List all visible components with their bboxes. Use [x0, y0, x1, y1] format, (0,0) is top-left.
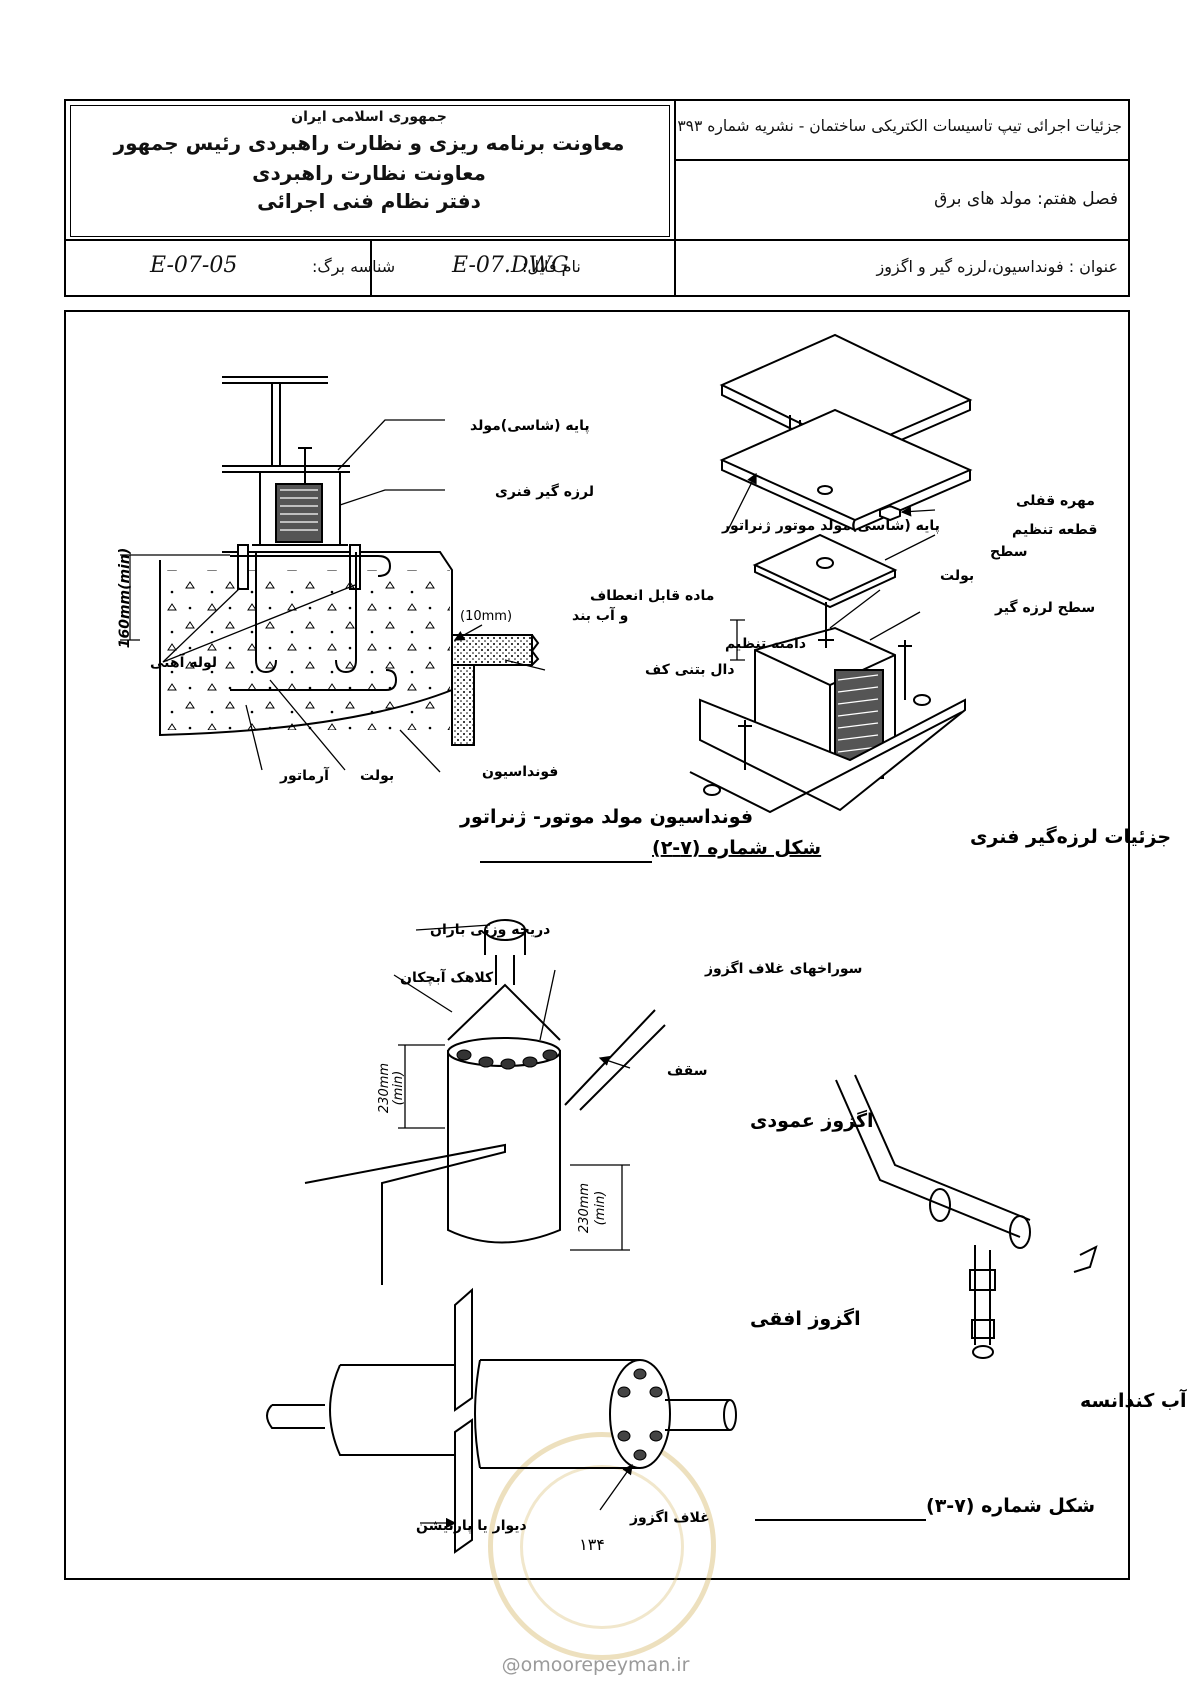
label-level-plate: قطعه تنظیم [1012, 522, 1097, 538]
label-rain-damper: دریچه وزنی باران [430, 922, 550, 938]
label-bolt: بولت [360, 768, 394, 784]
divider [370, 239, 372, 295]
label-slab: دال بتنی کف [645, 662, 735, 678]
condensate-trap-drawing [835, 1074, 1098, 1359]
figure-2-title: شکل شماره (۷-۲) [652, 837, 821, 859]
isolator-drawing [689, 333, 973, 814]
label-rebar: آرماتور [279, 766, 330, 784]
file-name: E-07.DWG [452, 253, 569, 278]
watermark-seal [488, 1432, 716, 1660]
label-pipe: لوله آهنی [150, 653, 217, 671]
horizontal-sleeve-holes [617, 1368, 663, 1461]
label-wall: دیوار یا پارتیشن [416, 1518, 527, 1534]
org-line-2: معاونت برنامه ریزی و نظارت راهبردی رئیس … [113, 131, 625, 155]
title-label: عنوان : [1068, 257, 1118, 276]
label-rain-cap: کلاهک آبچکان [400, 968, 494, 986]
organization-box [70, 105, 670, 237]
label-level-plate-2: سطح [990, 544, 1028, 560]
concrete-fill [160, 570, 450, 730]
sheet-id: E-07-05 [150, 253, 238, 278]
label-adjust-range: دامنه تنظیم [725, 636, 806, 652]
divider [674, 159, 1130, 161]
file-label: نام فایل: [522, 257, 581, 276]
label-sleeve-holes: سوراخهای غلاف اگزوز [704, 960, 862, 977]
dim-a-label: 230mm [377, 1063, 392, 1113]
org-line-3: معاونت نظارت راهبردی [252, 161, 486, 185]
sheet-id-label: شناسه برگ: [312, 257, 396, 276]
slab [451, 634, 540, 746]
foundation-caption: فونداسیون مولد موتور- ژنراتور [459, 806, 753, 828]
figure-3-title: شکل شماره (۷-۳) [926, 1495, 1095, 1517]
title-block: جمهوری اسلامی ایران معاونت برنامه ریزی و… [64, 99, 1130, 297]
divider [674, 101, 676, 295]
vertical-exhaust-drawing [304, 919, 666, 1285]
label-flexible: ماده قابل انعطاف [590, 588, 714, 604]
title-value: فونداسیون،لرزه گیر و اگزوز [876, 257, 1064, 276]
chapter-title: فصل هفتم: مولد های برق [934, 189, 1118, 209]
dim-160 [120, 554, 230, 641]
label-roof: سقف [667, 1063, 708, 1079]
label-isolator-surface: سطح لرزه گیر [994, 599, 1095, 616]
condensate-trap-caption: تله آب کندانسه [1080, 1388, 1191, 1412]
label-base: پایه (شاسی)مولد [470, 418, 590, 434]
publication-title: جزئیات اجرائی تیپ تاسیسات الکتریکی ساختم… [677, 117, 1122, 135]
label-genset-base: پایه (شاسی)مولد موتور ژنراتور [721, 518, 940, 534]
dim-160-label: 160mm(min) [117, 548, 133, 649]
sleeve-holes [456, 1049, 558, 1070]
watermark-seal-inner [520, 1465, 684, 1629]
org-line-4: دفتر نظام فنی اجرائی [257, 189, 481, 213]
vertical-exhaust-caption: اگزوز عمودی [750, 1109, 874, 1132]
label-waterproof: و آب بند [572, 606, 628, 624]
dim-b-min: (min) [593, 1191, 608, 1226]
footer-website: @omoorepeyman.ir [501, 1654, 690, 1676]
label-foundation: فونداسیون [482, 764, 558, 780]
org-line-1: جمهوری اسلامی ایران [291, 109, 447, 125]
label-spring-isolator: لرزه گیر فنری [495, 483, 594, 500]
horizontal-exhaust-caption: اگزوز افقی [750, 1307, 861, 1330]
foundation-drawing [159, 376, 453, 737]
label-sleeve: غلاف اگزوز [629, 1509, 710, 1526]
dim-b-label: 230mm [577, 1183, 592, 1233]
dim-a-min: (min) [391, 1071, 406, 1106]
label-lock-nut: مهره قفلی [1016, 493, 1095, 509]
label-gap: (10mm) [460, 609, 512, 624]
page-number: ۱۳۴ [579, 1535, 605, 1554]
label-bolt-2: بولت [940, 568, 974, 584]
sheet-title: عنوان : فونداسیون،لرزه گیر و اگزوز [877, 257, 1118, 276]
isolator-caption: جزئیات لرزه‌گیر فنری [970, 825, 1171, 848]
divider [66, 239, 1130, 241]
